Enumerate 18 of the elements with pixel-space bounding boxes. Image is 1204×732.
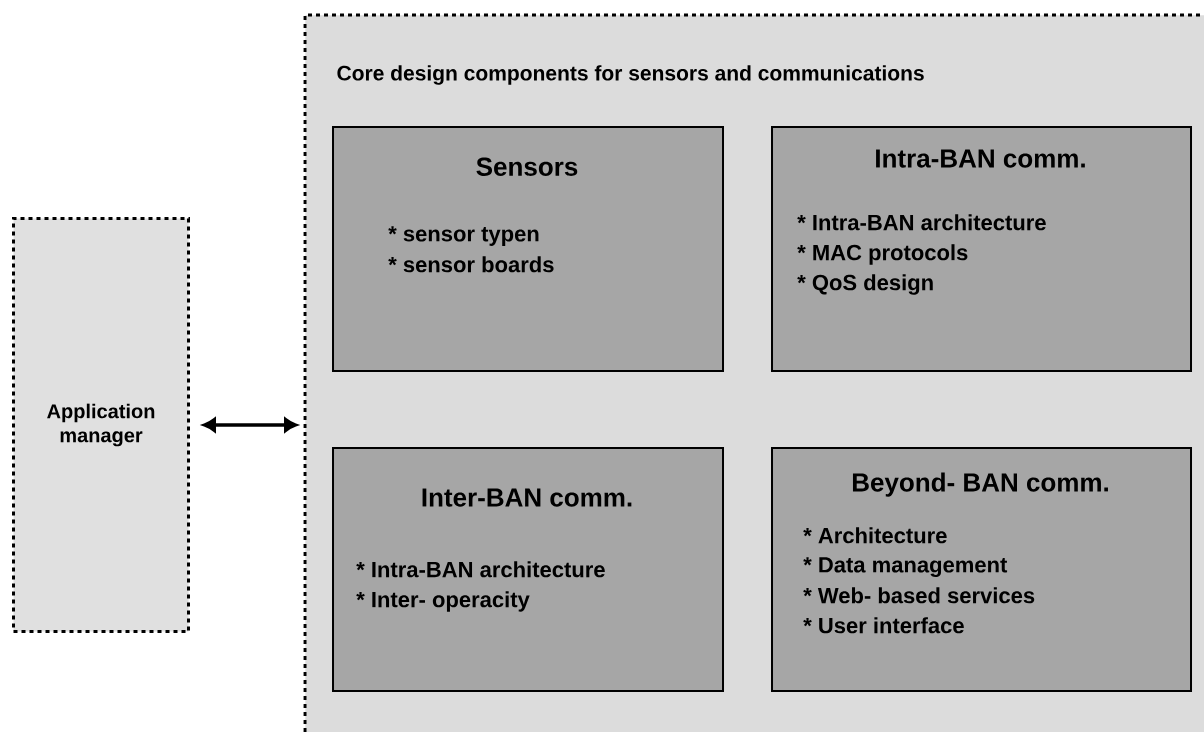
bullet-item: * Architecture	[803, 527, 947, 544]
panel-title: Core design components for sensors and communications	[337, 65, 924, 85]
box-heading: Sensors	[476, 157, 578, 176]
double-arrow	[202, 417, 298, 433]
box-heading: Intra-BAN comm.	[876, 149, 1085, 168]
bullet-item: * Data management	[803, 557, 1008, 577]
bullet-item: * MAC protocols	[797, 244, 968, 265]
bullet-item: * Intra-BAN architecture	[797, 214, 1046, 231]
box-heading: Inter-BAN comm.	[422, 488, 632, 507]
bullet-item: * sensor boards	[388, 256, 554, 273]
bullet-item: * Intra-BAN architecture	[356, 561, 605, 578]
bullet-item: * User interface	[803, 617, 964, 634]
dashed-box: Application manager	[12, 217, 190, 633]
bullet-item: * Inter- operacity	[356, 591, 530, 612]
bullet-item: * QoS design	[797, 274, 933, 295]
box-heading: Beyond- BAN comm.	[852, 472, 1108, 497]
bullet-item: * sensor typen	[388, 226, 539, 246]
bullet-item: * Web- based services	[803, 587, 1035, 604]
